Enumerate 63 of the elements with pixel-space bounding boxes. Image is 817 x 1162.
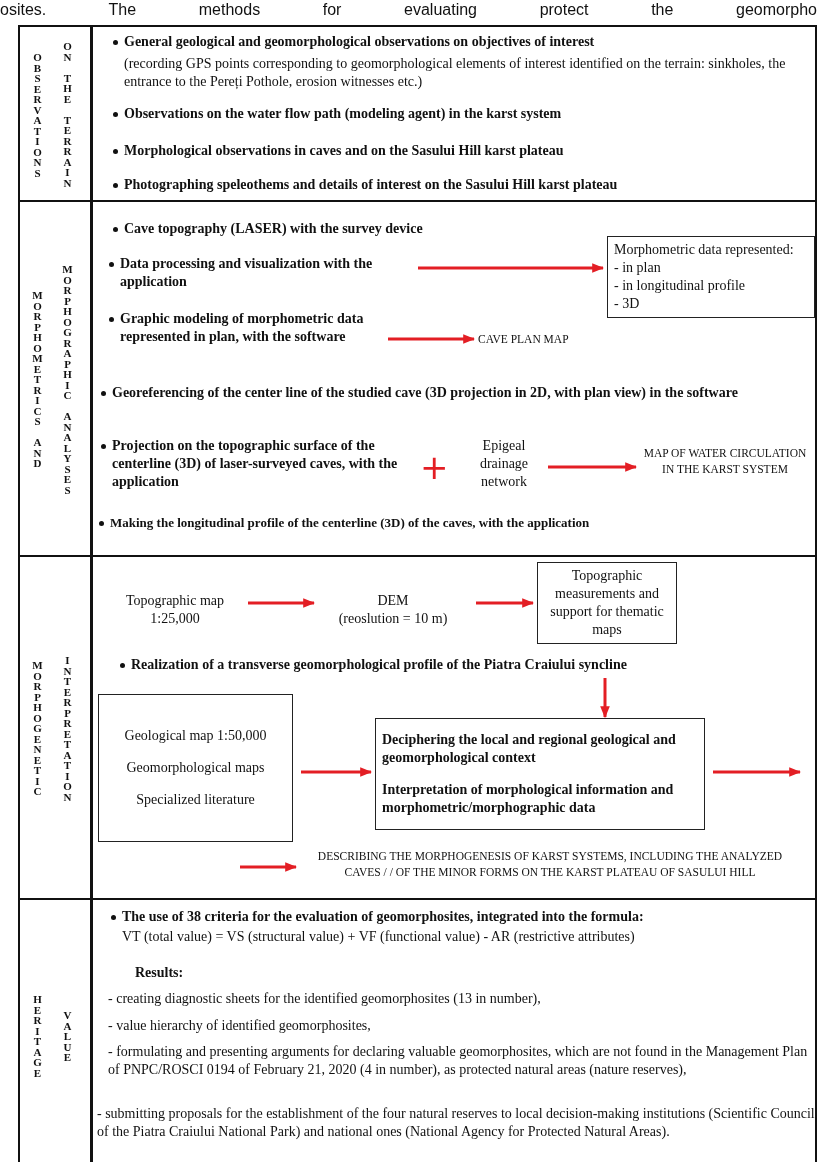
box-text: Interpretation of morphological information and morphometric/morphographic data	[382, 781, 675, 817]
note-text: (recording GPS points corresponding to geomorphological elements of interest identified on the terrain: sinkholes, the entrance to the Pereți Pothole, erosion witnesses etc.)	[124, 55, 787, 91]
box-text: Deciphering the local and regional geological and geomorphological context	[382, 731, 677, 767]
bullet-text: Projection on the topographic surface of the centerline (3D) of laser-surveyed caves, with the application	[112, 437, 399, 491]
row-heading: MORPHOGENETIC	[30, 659, 44, 796]
data-box	[607, 236, 815, 318]
process-box	[375, 718, 705, 830]
step-text: Epigeal drainage network	[468, 437, 540, 491]
note-text: VT (total value) = VS (structural value) + VF (functional value) - AR (restrictive attributes)	[122, 928, 635, 946]
step-text: DEM	[376, 592, 410, 610]
row-heading: HERITAGE	[30, 993, 44, 1077]
bullet-text: Cave topography (LASER) with the survey device	[124, 220, 423, 238]
box-text: - 3D	[614, 295, 641, 313]
table-row	[18, 898, 817, 1162]
bullet-text: Photographing speleothems and details of interest on the Sasului Hill karst plateau	[124, 176, 618, 194]
row-heading: INTERPRETATION	[60, 654, 74, 801]
table-row	[18, 25, 817, 200]
note-text: - submitting proposals for the establishment of the four natural reserves to local decision-making institutions (Scientific Council of the Piatra Craiului National Park) and national ones (National Agency for Protected Natural Areas).	[97, 1105, 815, 1141]
note-text: - creating diagnostic sheets for the identified geomorphosites (13 in number),	[108, 990, 541, 1008]
table-row	[18, 555, 817, 898]
table-row	[18, 200, 817, 555]
step-text: Topographic map	[124, 592, 226, 610]
step-text: (reoslution = 10 m)	[337, 610, 449, 628]
bullet-text: Morphological observations in caves and on the Sasului Hill karst plateau	[124, 142, 564, 160]
note-text: - value hierarchy of identified geomorphosites,	[108, 1017, 371, 1035]
bullet-text: The use of 38 criteria for the evaluation of geomorphosites, integrated into the formula:	[122, 908, 644, 926]
bullet-text: General geological and geomorphological observations on objectives of interest	[124, 33, 595, 51]
arrow	[301, 767, 373, 777]
box-text: - in plan	[614, 259, 662, 277]
row-heading: MORPHOGRAPHIC ANALYSES	[60, 263, 74, 494]
page-text: osites. The methods for evaluating protect the geomorpho	[0, 0, 817, 20]
step-text: Realization of a transverse geomorphological profile of the Piatra Craiului syncline	[131, 656, 627, 674]
step-text: Graphic modeling of morphometric data represented in plan, with the software	[120, 310, 380, 346]
result-text: CAVE PLAN MAP	[478, 331, 569, 347]
box-text: Geological map 1:50,000	[123, 727, 268, 745]
step-text: Data processing and visualization with the application	[120, 255, 410, 291]
note-text: Results:	[135, 964, 184, 982]
arrow	[476, 598, 535, 608]
row-heading: OBSERVATIONS	[30, 50, 44, 177]
arrow	[240, 862, 298, 872]
box-text: Geomorphological maps	[125, 759, 266, 777]
step-text: 1:25,000	[149, 610, 201, 628]
note-text: - formulating and presenting arguments for declaring valuable geomorphosites, which are not found in the Management Plan of PNPC/ROSCI 0194 of February 21, 2020 (4 in number), as protected natural areas (nature reserves),	[108, 1043, 809, 1079]
row-heading: ON THE TERRAIN	[60, 40, 74, 187]
source-box	[98, 694, 293, 842]
bullet-text: Observations on the water flow path (modeling agent) in the karst system	[124, 105, 562, 123]
arrow	[713, 767, 802, 777]
bullet-text: Georeferencing of the center line of the studied cave (3D projection in 2D, with plan view) in the software	[112, 384, 738, 402]
result-text: MAP OF WATER CIRCULATION IN THE KARST SYSTEM	[640, 445, 810, 477]
row-heading: MORPHOMETRICS AND	[30, 289, 44, 468]
arrow	[388, 334, 476, 344]
row-heading: VALUE	[60, 1008, 74, 1062]
arrow	[600, 678, 610, 719]
arrow	[248, 598, 316, 608]
result-text: DESCRIBING THE MORPHOGENESIS OF KARST SYSTEMS, INCLUDING THE ANALYZED CAVES / / OF THE MINOR FORMS ON THE KARST PLATEAU OF SASULUI HILL	[300, 848, 800, 880]
plus-sign: +	[420, 450, 449, 484]
box-text: - in longitudinal profile	[614, 277, 747, 295]
arrow	[418, 263, 605, 273]
box-text: Morphometric data represented:	[614, 241, 795, 259]
bullet-text: Making the longitudinal profile of the centerline (3D) of the caves, with the application	[110, 514, 590, 532]
box-text: Specialized literature	[135, 791, 256, 809]
output-box: Topographic measurements and support for thematic maps	[537, 562, 677, 644]
arrow	[548, 462, 638, 472]
